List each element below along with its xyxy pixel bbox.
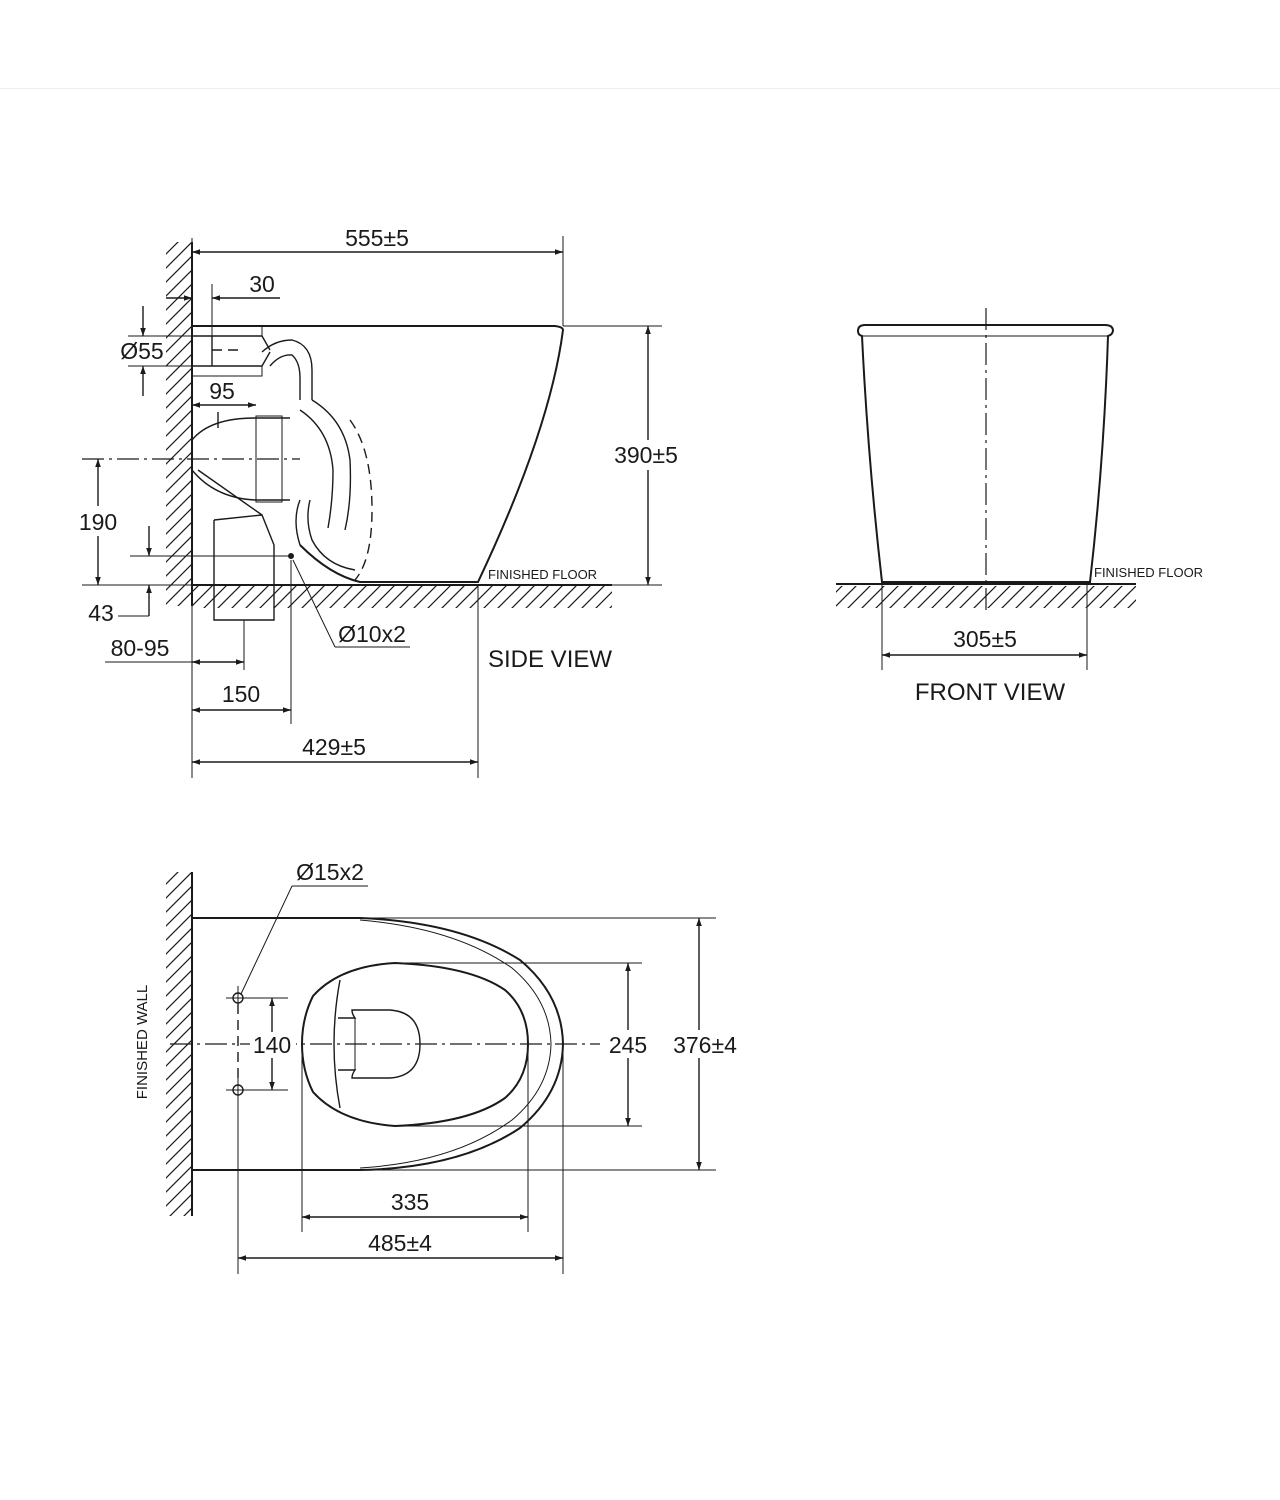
label-140-bg bbox=[250, 1032, 296, 1058]
side-waste-pipe bbox=[197, 469, 275, 621]
label-bowl-length: 335 bbox=[391, 1189, 429, 1215]
leader-bolt-holes bbox=[292, 559, 336, 648]
label-245-bg bbox=[602, 1030, 654, 1058]
side-inlet-wall-bottom bbox=[191, 365, 263, 377]
label-bowl-width: 245 bbox=[609, 1032, 647, 1058]
label-inlet-offset: 30 bbox=[249, 271, 275, 297]
top-bowl-rim-curve bbox=[333, 979, 341, 1109]
top-wall-label: FINISHED WALL bbox=[134, 985, 151, 1099]
label-inlet-diameter: Ø55 bbox=[120, 338, 163, 364]
label-190-bg bbox=[76, 506, 122, 536]
label-overall-length: 555±5 bbox=[345, 225, 409, 251]
side-view-title: SIDE VIEW bbox=[488, 646, 612, 673]
label-hole-spacing: 140 bbox=[253, 1032, 291, 1058]
side-rim-channel bbox=[261, 339, 313, 400]
label-outlet-range: 80-95 bbox=[111, 635, 170, 661]
side-outlet-flange bbox=[255, 415, 283, 503]
side-view: 555±5 30 Ø55 95 390±5 190 43 FINISHED FL… bbox=[76, 225, 690, 778]
front-view: FINISHED FLOOR 305±5 FRONT VIEW bbox=[836, 308, 1203, 706]
side-outlet-bend bbox=[295, 499, 356, 571]
leader-fixing-holes bbox=[240, 885, 293, 995]
label-overall-length-top: 485±4 bbox=[368, 1230, 432, 1256]
side-hidden-line bbox=[349, 419, 373, 581]
side-inlet-wall-top bbox=[191, 325, 263, 337]
side-outlet-spigot bbox=[191, 417, 290, 501]
label-376-bg bbox=[666, 1030, 742, 1058]
side-trapway bbox=[299, 399, 352, 531]
side-floor-label: FINISHED FLOOR bbox=[488, 567, 597, 582]
label-height: 390±5 bbox=[614, 442, 678, 468]
top-seat-edge bbox=[359, 919, 552, 1169]
label-overall-width: 376±4 bbox=[673, 1032, 737, 1058]
top-view: FINISHED WALL Ø15x2 bbox=[134, 859, 742, 1274]
label-floor-length: 429±5 bbox=[302, 734, 366, 760]
label-bolt-height: 43 bbox=[88, 600, 114, 626]
front-floor-label: FINISHED FLOOR bbox=[1094, 565, 1203, 580]
front-view-title: FRONT VIEW bbox=[915, 679, 1066, 706]
label-front-width: 305±5 bbox=[953, 626, 1017, 652]
label-outlet-height: 190 bbox=[79, 509, 117, 535]
top-divider bbox=[0, 88, 1280, 89]
label-bolt-holes: Ø10x2 bbox=[338, 621, 406, 647]
front-bowl-outline bbox=[856, 324, 1115, 583]
label-bolt-from-wall: 150 bbox=[222, 681, 260, 707]
side-waste-pipe-top bbox=[213, 514, 263, 521]
side-floor-hatch bbox=[192, 586, 612, 608]
label-fixing-holes: Ø15x2 bbox=[296, 859, 364, 885]
side-bowl-outline bbox=[192, 325, 565, 583]
front-floor-hatch bbox=[836, 586, 1136, 608]
side-wall-hatch bbox=[166, 242, 192, 606]
top-fixing-hole-lower bbox=[226, 1078, 250, 1102]
side-inlet-pipe bbox=[192, 335, 271, 367]
label-390-bg bbox=[606, 440, 690, 470]
label-outlet-to-wall: 95 bbox=[209, 378, 235, 404]
